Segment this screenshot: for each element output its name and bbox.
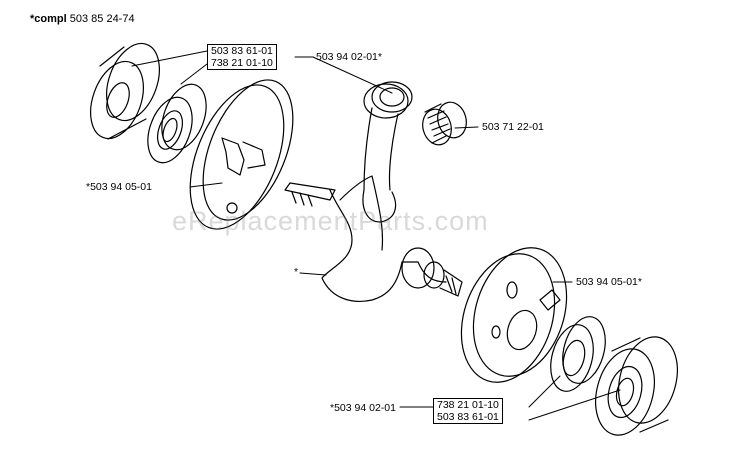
bottom-box-line-2: 503 83 61-01 [437,411,499,423]
header-prefix: *compl [30,13,67,25]
watermark: eReplacementParts.com [172,206,489,236]
left-outer-ring [90,42,160,140]
right-crank-half [460,247,568,383]
left-ball-bearing [147,83,207,164]
bottom-ref-label: *503 94 02-01 [330,402,396,414]
top-part-box: 503 83 61-01 738 21 01-10 [207,44,277,70]
crankshaft-label: * [294,266,299,278]
connecting-rod [362,81,413,223]
header-number: 503 85 24-74 [69,13,135,25]
needle-bearing-label: 503 71 22-01 [482,121,544,133]
right-half-label: 503 94 05-01* [576,276,642,288]
bottom-part-box: 738 21 01-10 503 83 61-01 [433,398,503,424]
top-box-ref-label: 503 94 02-01* [316,51,382,63]
right-ball-bearing [550,316,606,392]
crankshaft [284,175,463,302]
left-half-label: *503 94 05-01 [86,181,152,193]
needle-bearing [422,101,467,146]
top-box-line-2: 738 21 01-10 [211,57,273,69]
left-crank-half [189,79,294,230]
right-outer-ring [595,336,678,436]
bottom-box-line-1: 738 21 01-10 [437,399,499,411]
header-label: *compl 503 85 24-74 [30,13,135,25]
top-box-line-1: 503 83 61-01 [211,45,273,57]
leader-lines [131,50,621,421]
